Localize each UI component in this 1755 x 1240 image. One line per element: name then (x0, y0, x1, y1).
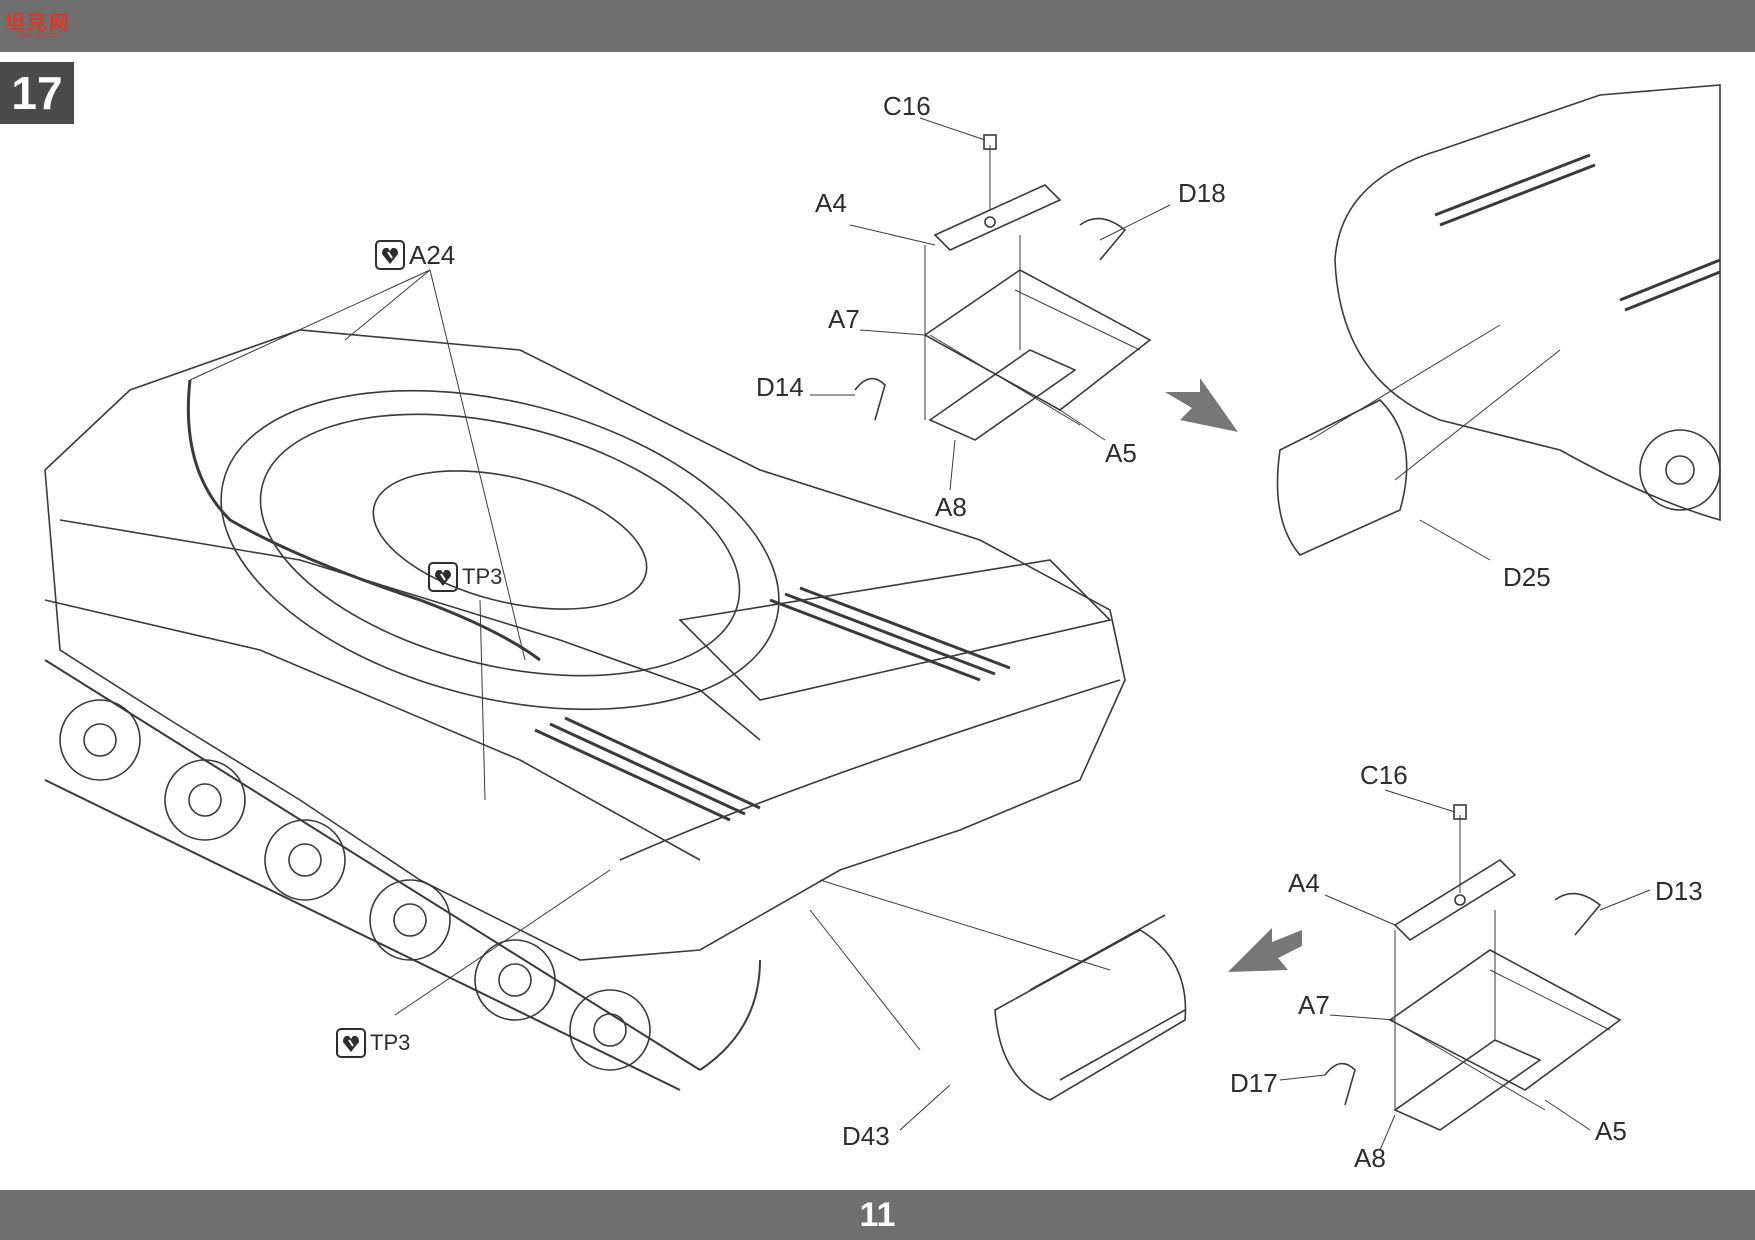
callout-lower-d13: D13 (1655, 876, 1703, 906)
callout-tp3-upper-text: TP3 (462, 564, 503, 589)
callout-a24-text: A24 (409, 240, 456, 270)
page-number: 11 (859, 1196, 896, 1234)
lower-bin-detail-drawing (1279, 789, 1651, 1151)
callout-tp3-upper: TP3 (428, 562, 502, 592)
callout-lower-a7: A7 (1298, 990, 1330, 1020)
callout-inset-d25: D25 (1503, 562, 1551, 592)
cement-tube-icon (428, 562, 458, 592)
callout-lower-c16: C16 (1360, 760, 1408, 790)
callout-lower-a4: A4 (1288, 868, 1320, 898)
callout-lower-a5: A5 (1595, 1116, 1627, 1146)
cement-tube-icon (375, 240, 405, 270)
callout-lower-a8: A8 (1354, 1143, 1386, 1173)
step-number-badge: 17 (0, 62, 74, 124)
callout-upper-a8: A8 (935, 492, 967, 522)
arrow-down-left-icon (1228, 928, 1302, 972)
callout-upper-a7: A7 (828, 304, 860, 334)
tank-hull-drawing (44, 269, 1187, 1131)
callout-d43: D43 (842, 1121, 890, 1151)
callout-lower-d17: D17 (1230, 1068, 1278, 1098)
callout-upper-a4: A4 (815, 188, 847, 218)
callout-tp3-lower-text: TP3 (370, 1030, 411, 1055)
cement-tube-icon (336, 1028, 366, 1058)
right-inset-drawing (1276, 84, 1721, 561)
assembly-drawing (44, 84, 1721, 1151)
callout-tp3-lower: TP3 (336, 1028, 410, 1058)
logo-text: 坦克网 (5, 10, 71, 34)
top-bar (0, 0, 1755, 52)
callout-upper-c16: C16 (883, 91, 931, 121)
callout-upper-d14: D14 (756, 372, 804, 402)
arrow-down-right-icon (1165, 378, 1238, 432)
upper-bin-detail-drawing (810, 117, 1171, 491)
logo-subtext: www.tank.net (17, 32, 59, 39)
site-logo: 坦克网 www.tank.net (4, 4, 72, 44)
callout-a24: A24 (375, 240, 455, 270)
callout-upper-d18: D18 (1178, 178, 1226, 208)
bottom-bar (0, 1190, 1755, 1240)
callout-upper-a5: A5 (1105, 438, 1137, 468)
